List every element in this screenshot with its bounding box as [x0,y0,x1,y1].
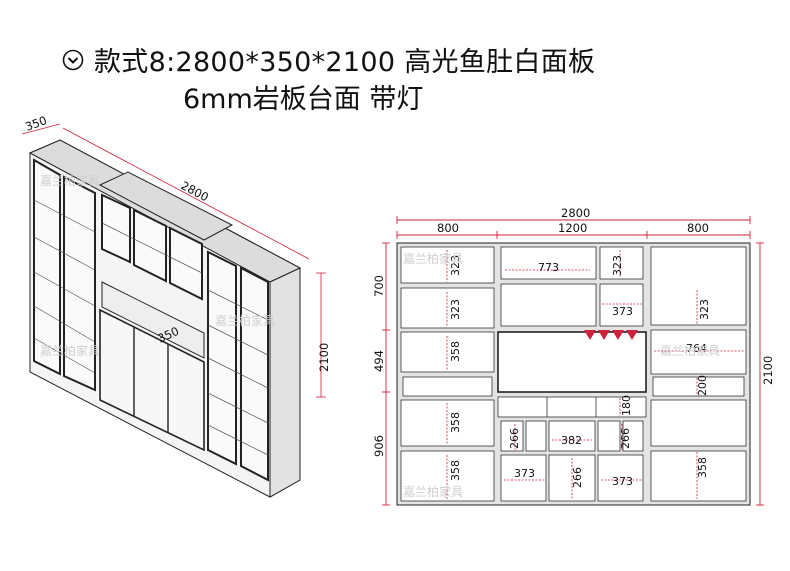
dim-width-left: 800 [437,221,459,235]
dim-label: 373 [612,475,633,488]
watermark: 嘉兰柏家具 [403,484,463,499]
dim-label: 200 [696,375,709,396]
watermark: 嘉兰柏家具 [660,343,720,358]
dim-width-center: 1200 [558,221,587,235]
dim-label: 373 [514,467,535,480]
dim-height: 2100 [317,343,331,372]
dim-label: 382 [561,434,582,447]
dim-label: 323 [611,255,624,276]
dim-label: 266 [619,428,632,449]
dim-label: 358 [449,412,462,433]
dim-label: 266 [508,428,521,449]
dim-width-right: 800 [687,221,709,235]
dim-label: 266 [571,467,584,488]
dim-label: 323 [698,299,711,320]
title-line-2: 6mm岩板台面 带灯 [183,84,424,115]
title-line-1: 款式8:2800*350*2100 高光鱼肚白面板 [94,47,596,78]
dim-label: 323 [449,299,462,320]
watermark: 嘉兰柏家具 [403,251,463,266]
dim-total-height: 2100 [761,356,775,385]
dim-depth: 350 [23,113,48,134]
dim-label: 358 [449,460,462,481]
watermark: 嘉兰柏家具 [215,313,275,328]
dim-label: 764 [686,342,707,355]
front-elevation: 2800 800 1200 800 2100 700 494 906 323 3… [372,206,775,506]
dim-total-width: 2800 [561,206,590,220]
dim-label: 373 [612,305,633,318]
watermark: 嘉兰柏家具 [40,343,100,358]
chevron-down-circle-icon [62,49,84,70]
dim-label: 358 [696,457,709,478]
watermark: 嘉兰柏家具 [40,173,100,188]
dim-height-bottom: 906 [372,435,386,457]
dim-label: 180 [620,395,633,416]
perspective-view: 350 2800 2100 350 嘉兰柏家具 嘉兰柏家具 嘉兰柏家具 [21,113,331,498]
dim-height-top: 700 [372,275,386,297]
dim-label: 358 [449,341,462,362]
dim-label: 773 [538,261,559,274]
dim-label: 323 [449,255,462,276]
dim-height-middle: 494 [372,350,386,372]
